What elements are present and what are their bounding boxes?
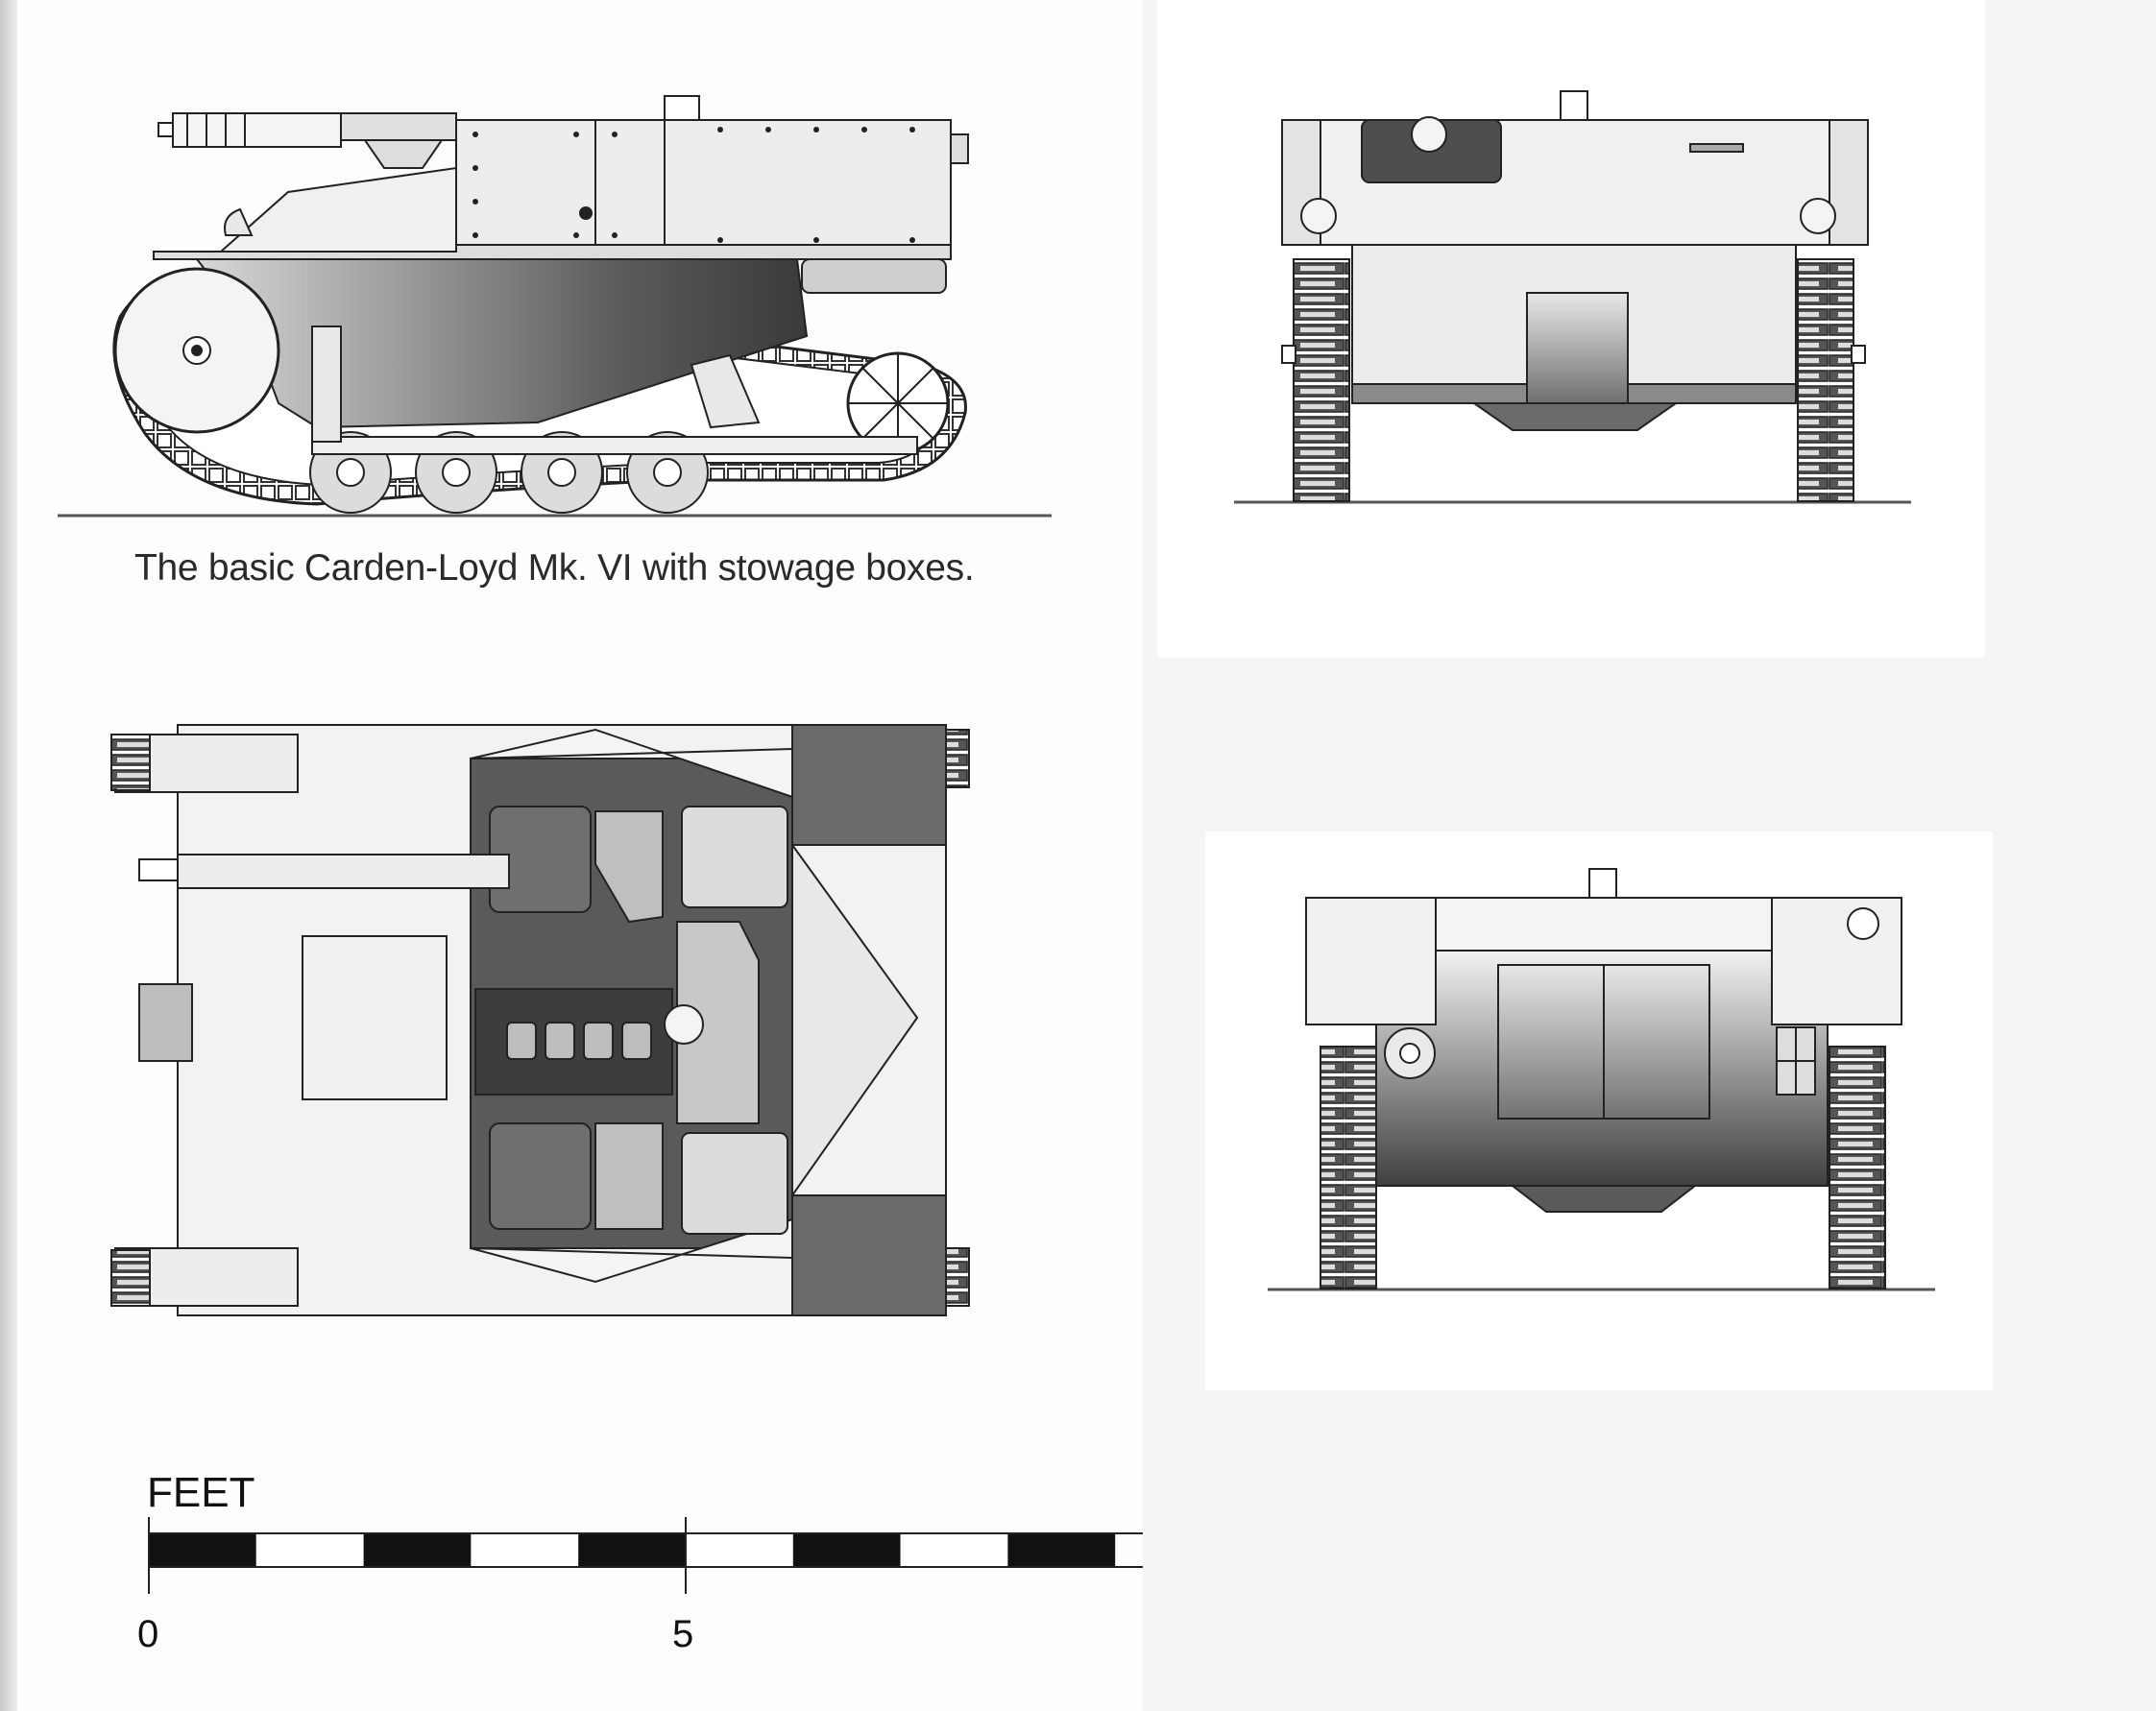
- front-view-left-headlamp: [1300, 198, 1337, 234]
- top-view-machine-gun: [177, 854, 510, 889]
- rear-view-hull: [1375, 950, 1829, 1187]
- rear-view-left-track: [1320, 1046, 1377, 1289]
- scale-bar: [148, 1517, 1143, 1594]
- headlamp: [224, 207, 254, 236]
- rear-view-right-track: [1829, 1046, 1886, 1289]
- scale-tick-label-0: 0: [137, 1613, 159, 1655]
- top-view-left-tracks: [110, 729, 970, 1307]
- side-view-machine-gun: [172, 112, 342, 148]
- page-gutter-shadow: [0, 0, 17, 1711]
- drawing-caption: The basic Carden-Loyd Mk. VI with stowag…: [134, 547, 975, 589]
- scale-segment: [1007, 1534, 1116, 1566]
- front-view: [1234, 90, 1911, 504]
- front-right-stowage-box: [791, 1194, 947, 1316]
- scale-tick-label-5: 5: [672, 1613, 694, 1655]
- front-view-right-headlamp: [1800, 198, 1836, 234]
- rear-view-right-stowage-box: [1771, 897, 1902, 1025]
- rear-view-port: [1847, 907, 1879, 940]
- front-view-belly: [1470, 402, 1680, 431]
- exhaust-silencer: [801, 258, 947, 294]
- front-view-hatch: [1526, 292, 1629, 404]
- scale-segment: [578, 1534, 686, 1566]
- filler-cap: [664, 95, 700, 121]
- suspension-beam: [311, 436, 918, 455]
- front-view-gun-mount: [1411, 116, 1447, 153]
- top-view: [110, 724, 970, 1316]
- rear-view-left-stowage-box: [1305, 897, 1437, 1025]
- scale-segment: [149, 1534, 256, 1566]
- side-view-superstructure: [455, 119, 952, 251]
- front-view-right-track: [1797, 258, 1854, 502]
- front-view-left-track: [1293, 258, 1350, 502]
- scale-segment: [900, 1534, 1008, 1566]
- rear-view: [1268, 868, 1935, 1291]
- front-left-stowage-box: [791, 724, 947, 846]
- scale-unit-label: FEET: [147, 1469, 255, 1516]
- gunner-seat: [489, 1122, 592, 1230]
- scale-segment: [363, 1534, 472, 1566]
- rear-view-belly: [1510, 1185, 1698, 1213]
- scale-segment: [792, 1534, 901, 1566]
- scale-segment: [686, 1534, 793, 1566]
- top-view-hatch-panel: [302, 935, 448, 1100]
- scale-segment: [471, 1534, 579, 1566]
- side-view: [58, 95, 1052, 518]
- side-view-rivets: [472, 127, 915, 243]
- scale-segment: [255, 1534, 364, 1566]
- rear-view-right-door: [1603, 964, 1710, 1120]
